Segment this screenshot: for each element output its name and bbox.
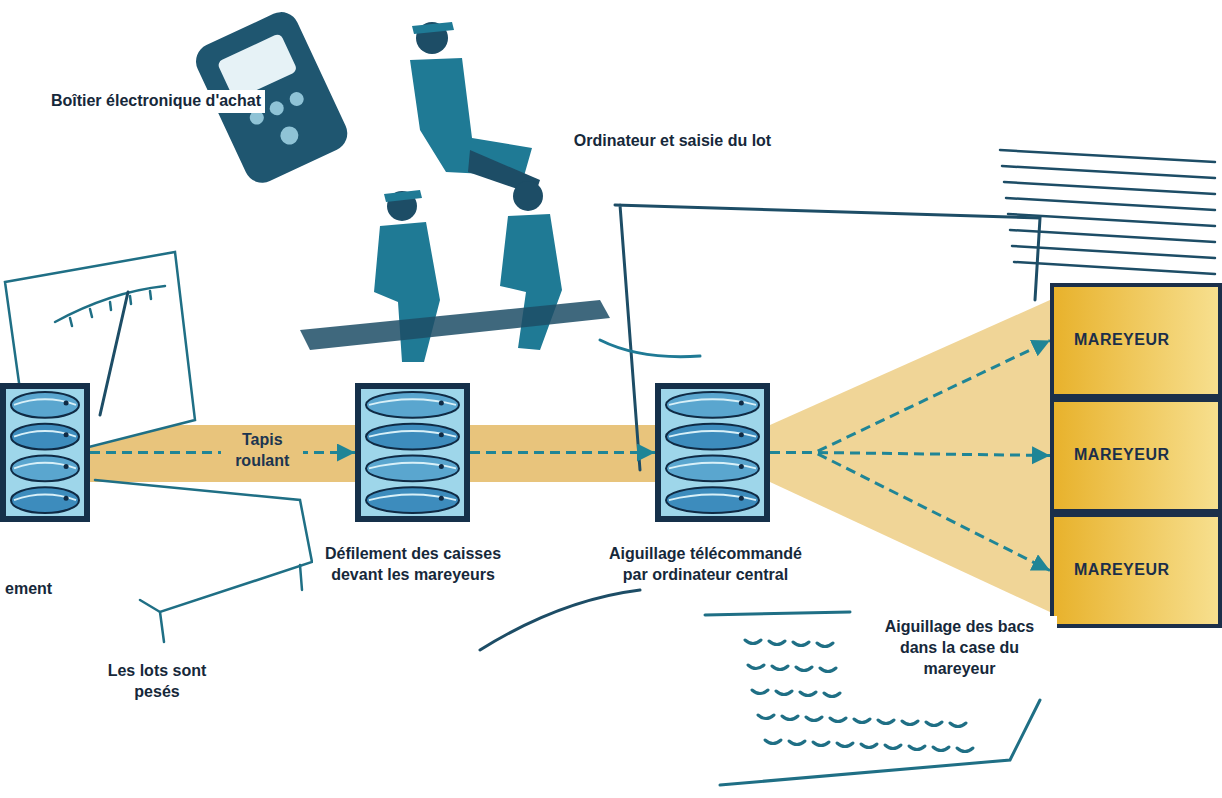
fish-stripe xyxy=(14,495,76,501)
callout-label: Boîtier électronique d'achat xyxy=(20,90,265,113)
fish-shape xyxy=(666,456,759,482)
fish-shape xyxy=(366,487,459,513)
fish-stripe xyxy=(14,431,76,437)
figure-head xyxy=(513,181,543,211)
fish-eye xyxy=(439,496,444,501)
fish-crate: ement xyxy=(0,383,90,522)
fish-stripe xyxy=(369,431,456,437)
fish-crate: Défilement des caisses devant les mareye… xyxy=(355,383,470,522)
fish-shape xyxy=(11,392,79,418)
crate-frame xyxy=(658,386,767,519)
crate-drawing xyxy=(0,383,90,522)
fish-shape xyxy=(666,392,759,418)
mareyeur-box: MAREYEUR xyxy=(1050,283,1222,398)
dial-ticks xyxy=(70,291,151,326)
edge-label: Tapis roulant xyxy=(221,429,303,473)
bench xyxy=(300,300,610,350)
scale-dial xyxy=(5,252,195,462)
fish-eye xyxy=(64,400,69,405)
fish-eye xyxy=(64,432,69,437)
scale-legs xyxy=(160,565,302,642)
sketch-stroke xyxy=(480,590,640,650)
keyboard-keys xyxy=(745,640,833,647)
fish-shape xyxy=(366,392,459,418)
fish-shape xyxy=(366,456,459,482)
box-label: MAREYEUR xyxy=(1074,330,1170,351)
sketch-stroke xyxy=(600,340,700,357)
scale-platform xyxy=(95,480,312,612)
fish-stripe xyxy=(369,495,456,501)
fish-stripe xyxy=(14,463,76,469)
fish-shape xyxy=(11,424,79,450)
monitor-outline xyxy=(615,205,1040,470)
fish-stripe xyxy=(669,431,756,437)
figure-cap xyxy=(384,190,422,202)
callout-label: Les lots sont pesés xyxy=(92,660,222,704)
fish-eye xyxy=(739,432,744,437)
crate-drawing xyxy=(355,383,470,522)
keyboard-keys xyxy=(748,665,836,672)
fish-eye xyxy=(739,400,744,405)
fish-eye xyxy=(439,464,444,469)
fish-stripe xyxy=(669,463,756,469)
fish-shape xyxy=(366,424,459,450)
fish-stripe xyxy=(669,399,756,405)
keyboard-keys xyxy=(765,740,973,752)
fish-eye xyxy=(439,432,444,437)
fish-stripe xyxy=(14,399,76,405)
figure-cap xyxy=(412,22,454,34)
callout-label: Ordinateur et saisie du lot xyxy=(560,130,785,153)
fish-shape xyxy=(11,456,79,482)
fish-stripe xyxy=(369,463,456,469)
fish-eye xyxy=(64,464,69,469)
fish-crate: Aiguillage télécommandé par ordinateur c… xyxy=(655,383,770,522)
fish-eye xyxy=(64,496,69,501)
mareyeur-box: MAREYEUR xyxy=(1050,398,1222,513)
step-caption: Défilement des caisses devant les mareye… xyxy=(313,543,513,587)
terminal-button xyxy=(267,99,286,118)
dial-needle xyxy=(100,292,128,415)
mareyeur-box: MAREYEUR xyxy=(1050,513,1222,628)
box-label: MAREYEUR xyxy=(1074,560,1170,581)
fish-stripe xyxy=(369,399,456,405)
flow-arrow xyxy=(770,453,1050,571)
fish-eye xyxy=(739,464,744,469)
terminal-button xyxy=(277,124,301,148)
step-caption: ement xyxy=(2,578,122,601)
box-label: MAREYEUR xyxy=(1074,445,1170,466)
flow-arrow xyxy=(770,341,1050,453)
fish-shape xyxy=(11,487,79,513)
fish-shape xyxy=(666,487,759,513)
fish-stripe xyxy=(669,495,756,501)
fish-shape xyxy=(666,424,759,450)
callout-label: Aiguillage des bacs dans la case du mare… xyxy=(862,616,1057,680)
buyers-figures xyxy=(300,22,610,362)
keyboard-keys xyxy=(758,715,966,727)
keyboard-keys xyxy=(752,690,840,697)
crate-drawing xyxy=(655,383,770,522)
figure-body xyxy=(500,214,562,350)
monitor-hatching xyxy=(1000,150,1215,274)
step-caption: Aiguillage télécommandé par ordinateur c… xyxy=(603,543,808,587)
fish-eye xyxy=(439,400,444,405)
terminal-button xyxy=(287,90,306,109)
flow-arrow xyxy=(470,451,655,454)
fish-eye xyxy=(739,496,744,501)
crate-frame xyxy=(358,386,467,519)
switch-fan xyxy=(770,300,1050,612)
crate-frame xyxy=(3,386,87,519)
